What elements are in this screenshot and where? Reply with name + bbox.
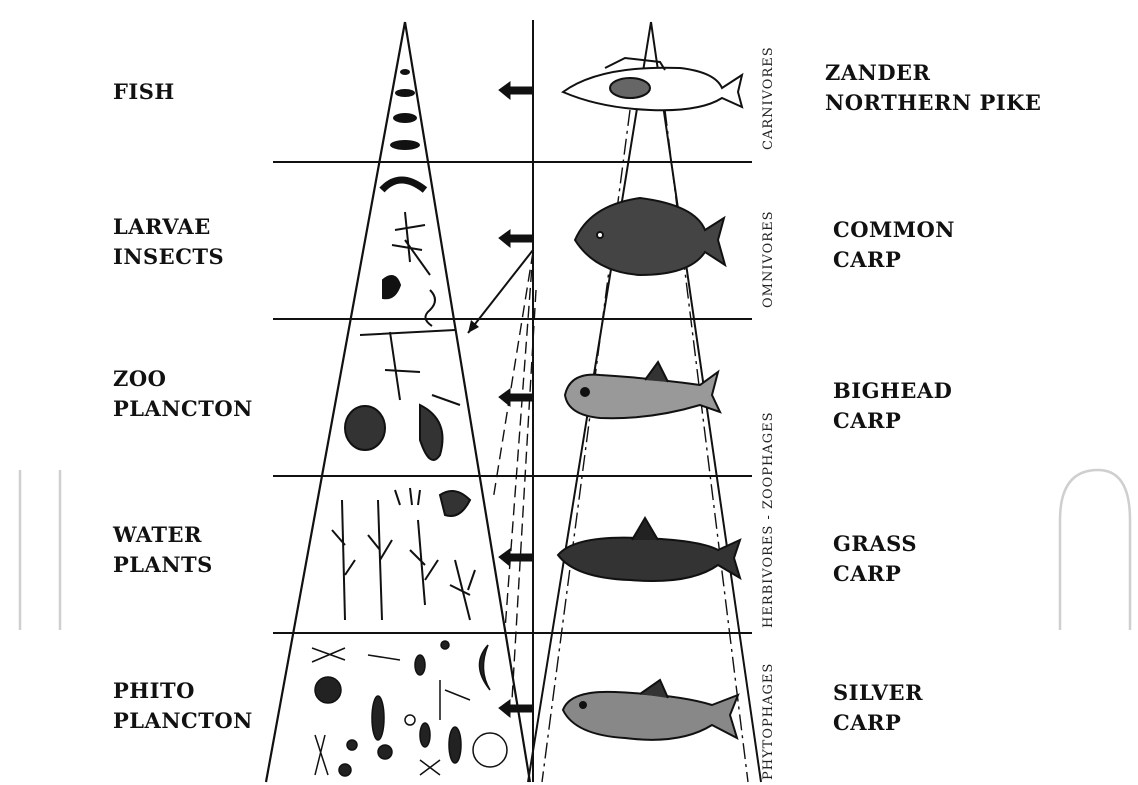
organism-pyramid xyxy=(266,22,530,782)
larvae-insect-icons xyxy=(382,180,435,326)
feeding-arrow-line xyxy=(468,250,533,333)
feeding-group-carnivores: CARNIVORES xyxy=(761,46,776,150)
organism-label-phitoplancton: PHITO PLANCTON xyxy=(113,676,253,736)
feeding-group-phytophages: PHYTOPHAGES xyxy=(761,663,776,780)
arrow-left-icon xyxy=(499,230,533,247)
feeding-group-omnivores: OMNIVORES xyxy=(761,211,776,308)
grass-carp-fish-icon xyxy=(558,518,740,581)
zander-fish-icon xyxy=(563,58,742,110)
organism-label-zooplancton: ZOO PLANCTON xyxy=(113,364,253,424)
organism-label-larvae-insects: LARVAE INSECTS xyxy=(113,212,224,272)
fish-label-grass-carp: GRASS CARP xyxy=(833,529,917,589)
phytoplankton-icons xyxy=(312,641,507,776)
fish-label-bighead-carp: BIGHEAD CARP xyxy=(833,376,952,436)
arrow-left-icon xyxy=(499,549,533,566)
arrow-left-icon xyxy=(499,389,533,406)
zooplankton-icons xyxy=(345,330,460,460)
arrow-left-icon xyxy=(499,82,533,99)
feeding-group-herbivores-zoophages: HERBIVORES - ZOOPHAGES xyxy=(761,411,776,628)
water-plant-icons xyxy=(332,488,475,620)
common-carp-fish-icon xyxy=(575,198,725,275)
fish-label-common-carp: COMMON CARP xyxy=(833,215,955,275)
fish-label-silver-carp: SILVER CARP xyxy=(833,678,923,738)
fish-label-zander-pike: ZANDER NORTHERN PIKE xyxy=(825,58,1041,118)
organism-label-fish: FISH xyxy=(113,77,175,107)
silver-carp-fish-icon xyxy=(563,680,738,740)
organism-label-water-plants: WATER PLANTS xyxy=(113,520,213,580)
